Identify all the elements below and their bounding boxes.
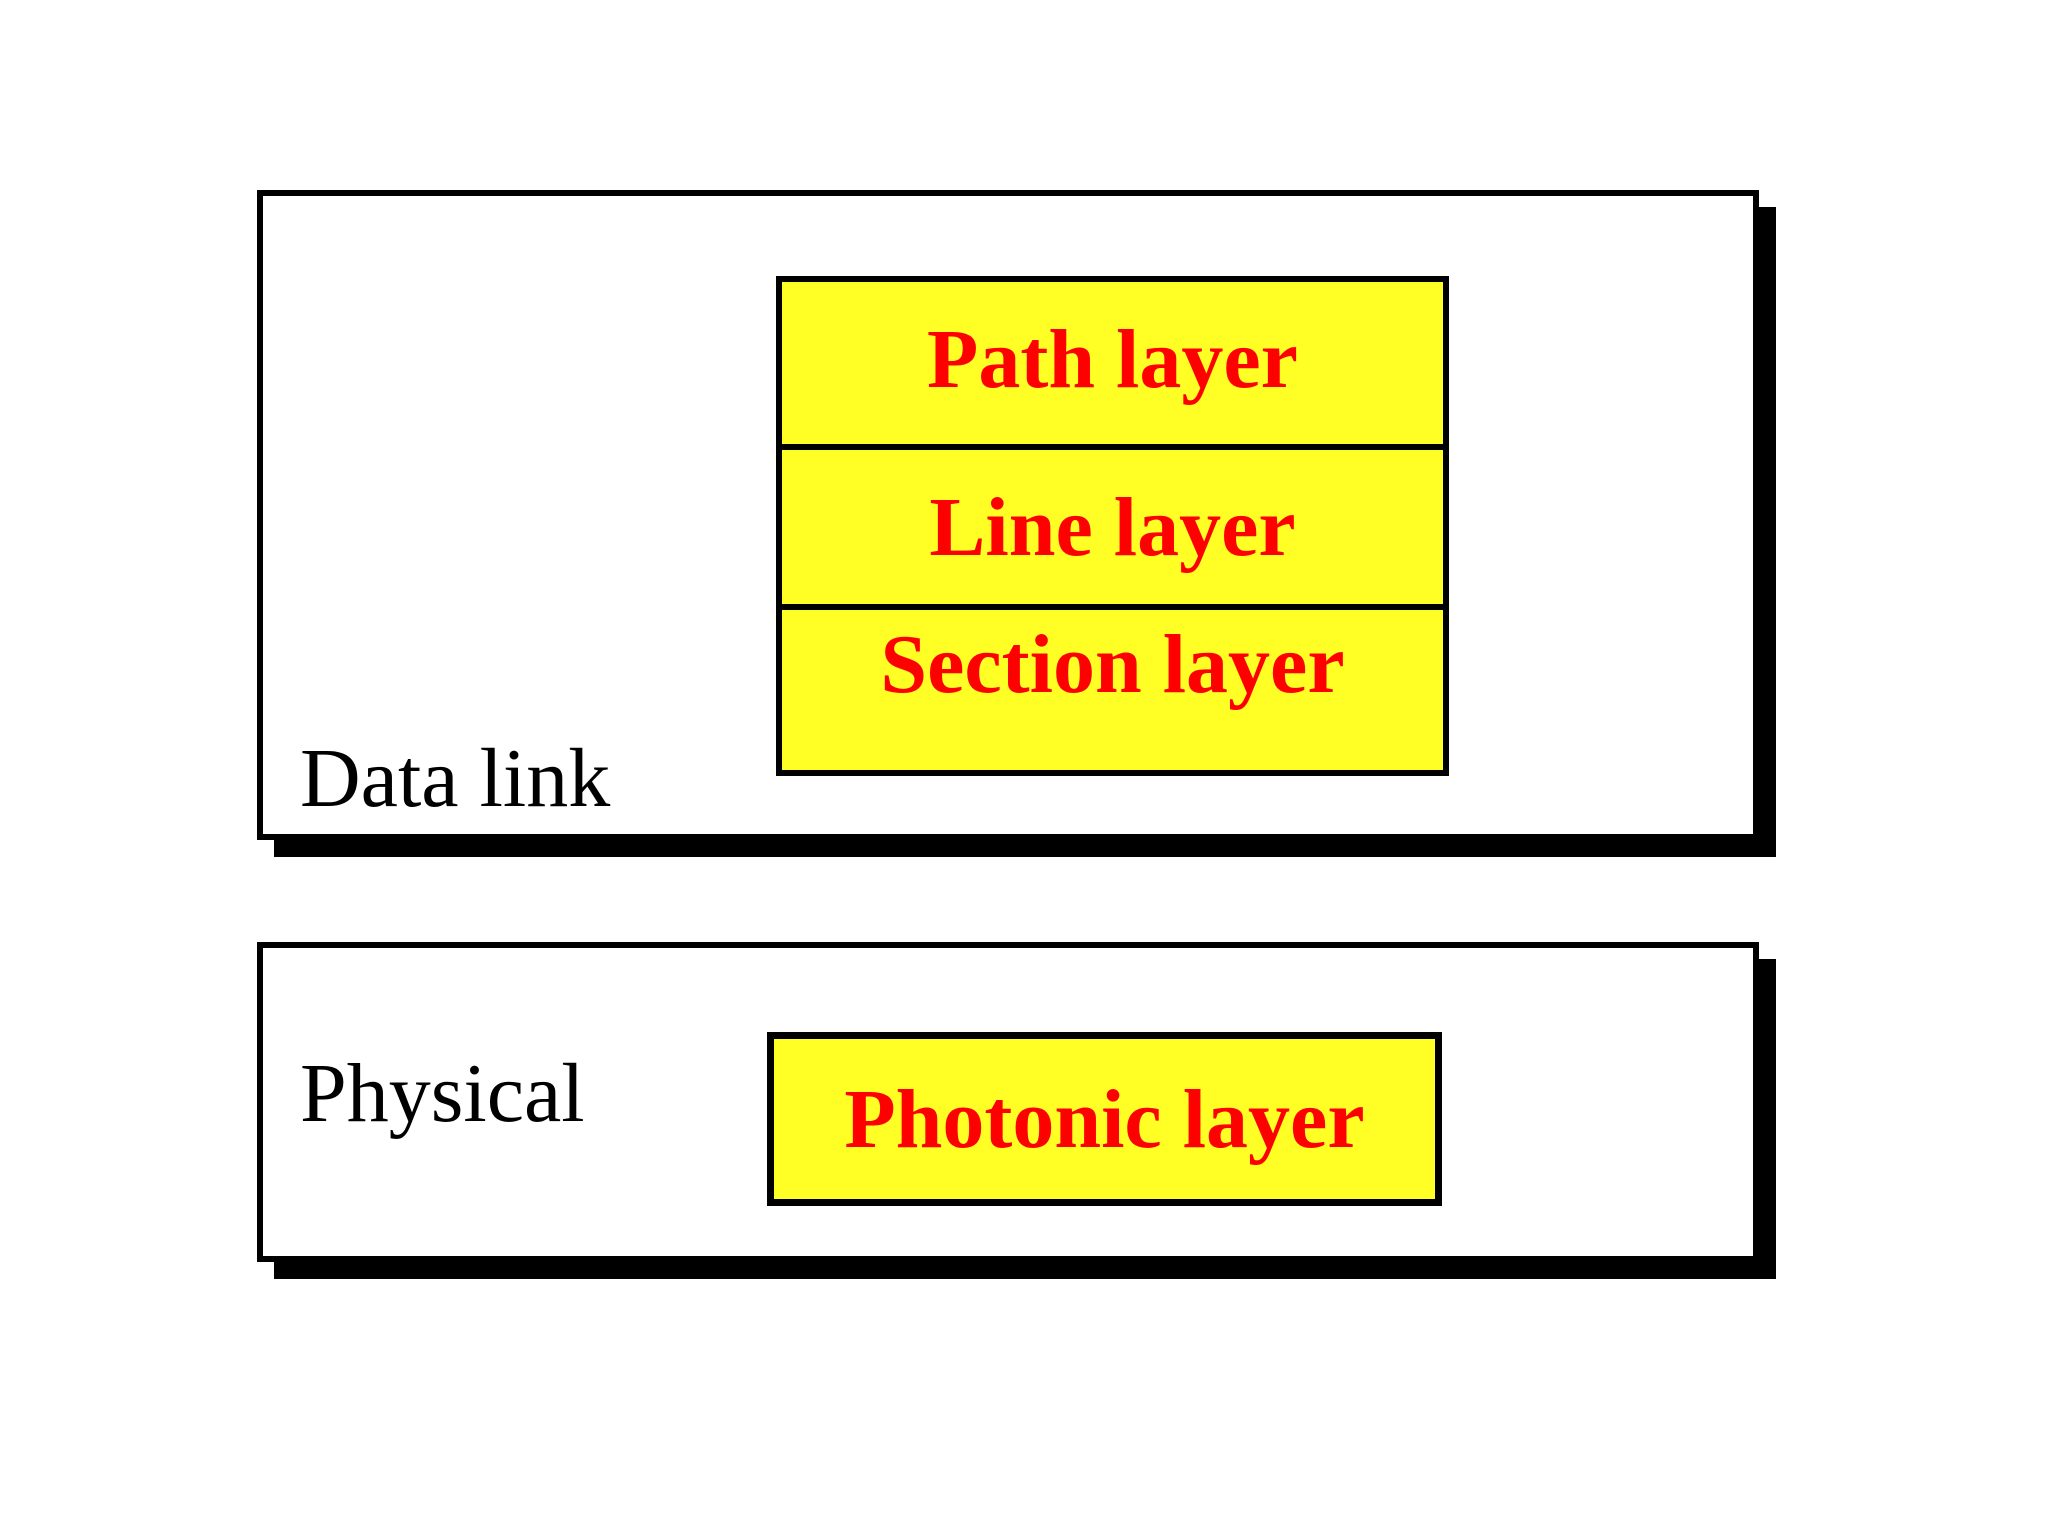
path-layer-box: Path layer <box>782 282 1443 450</box>
data-link-group: Path layer Line layer Section layer Data… <box>257 190 1759 840</box>
section-layer-box: Section layer <box>880 618 1345 711</box>
photonic-layer-box: Photonic layer <box>767 1032 1442 1206</box>
line-layer-box: Line layer <box>782 450 1443 610</box>
physical-label: Physical <box>300 1047 585 1140</box>
data-link-layer-stack: Path layer Line layer Section layer <box>776 276 1449 776</box>
physical-group: Physical Photonic layer <box>257 942 1759 1262</box>
data-link-label: Data link <box>300 732 611 825</box>
